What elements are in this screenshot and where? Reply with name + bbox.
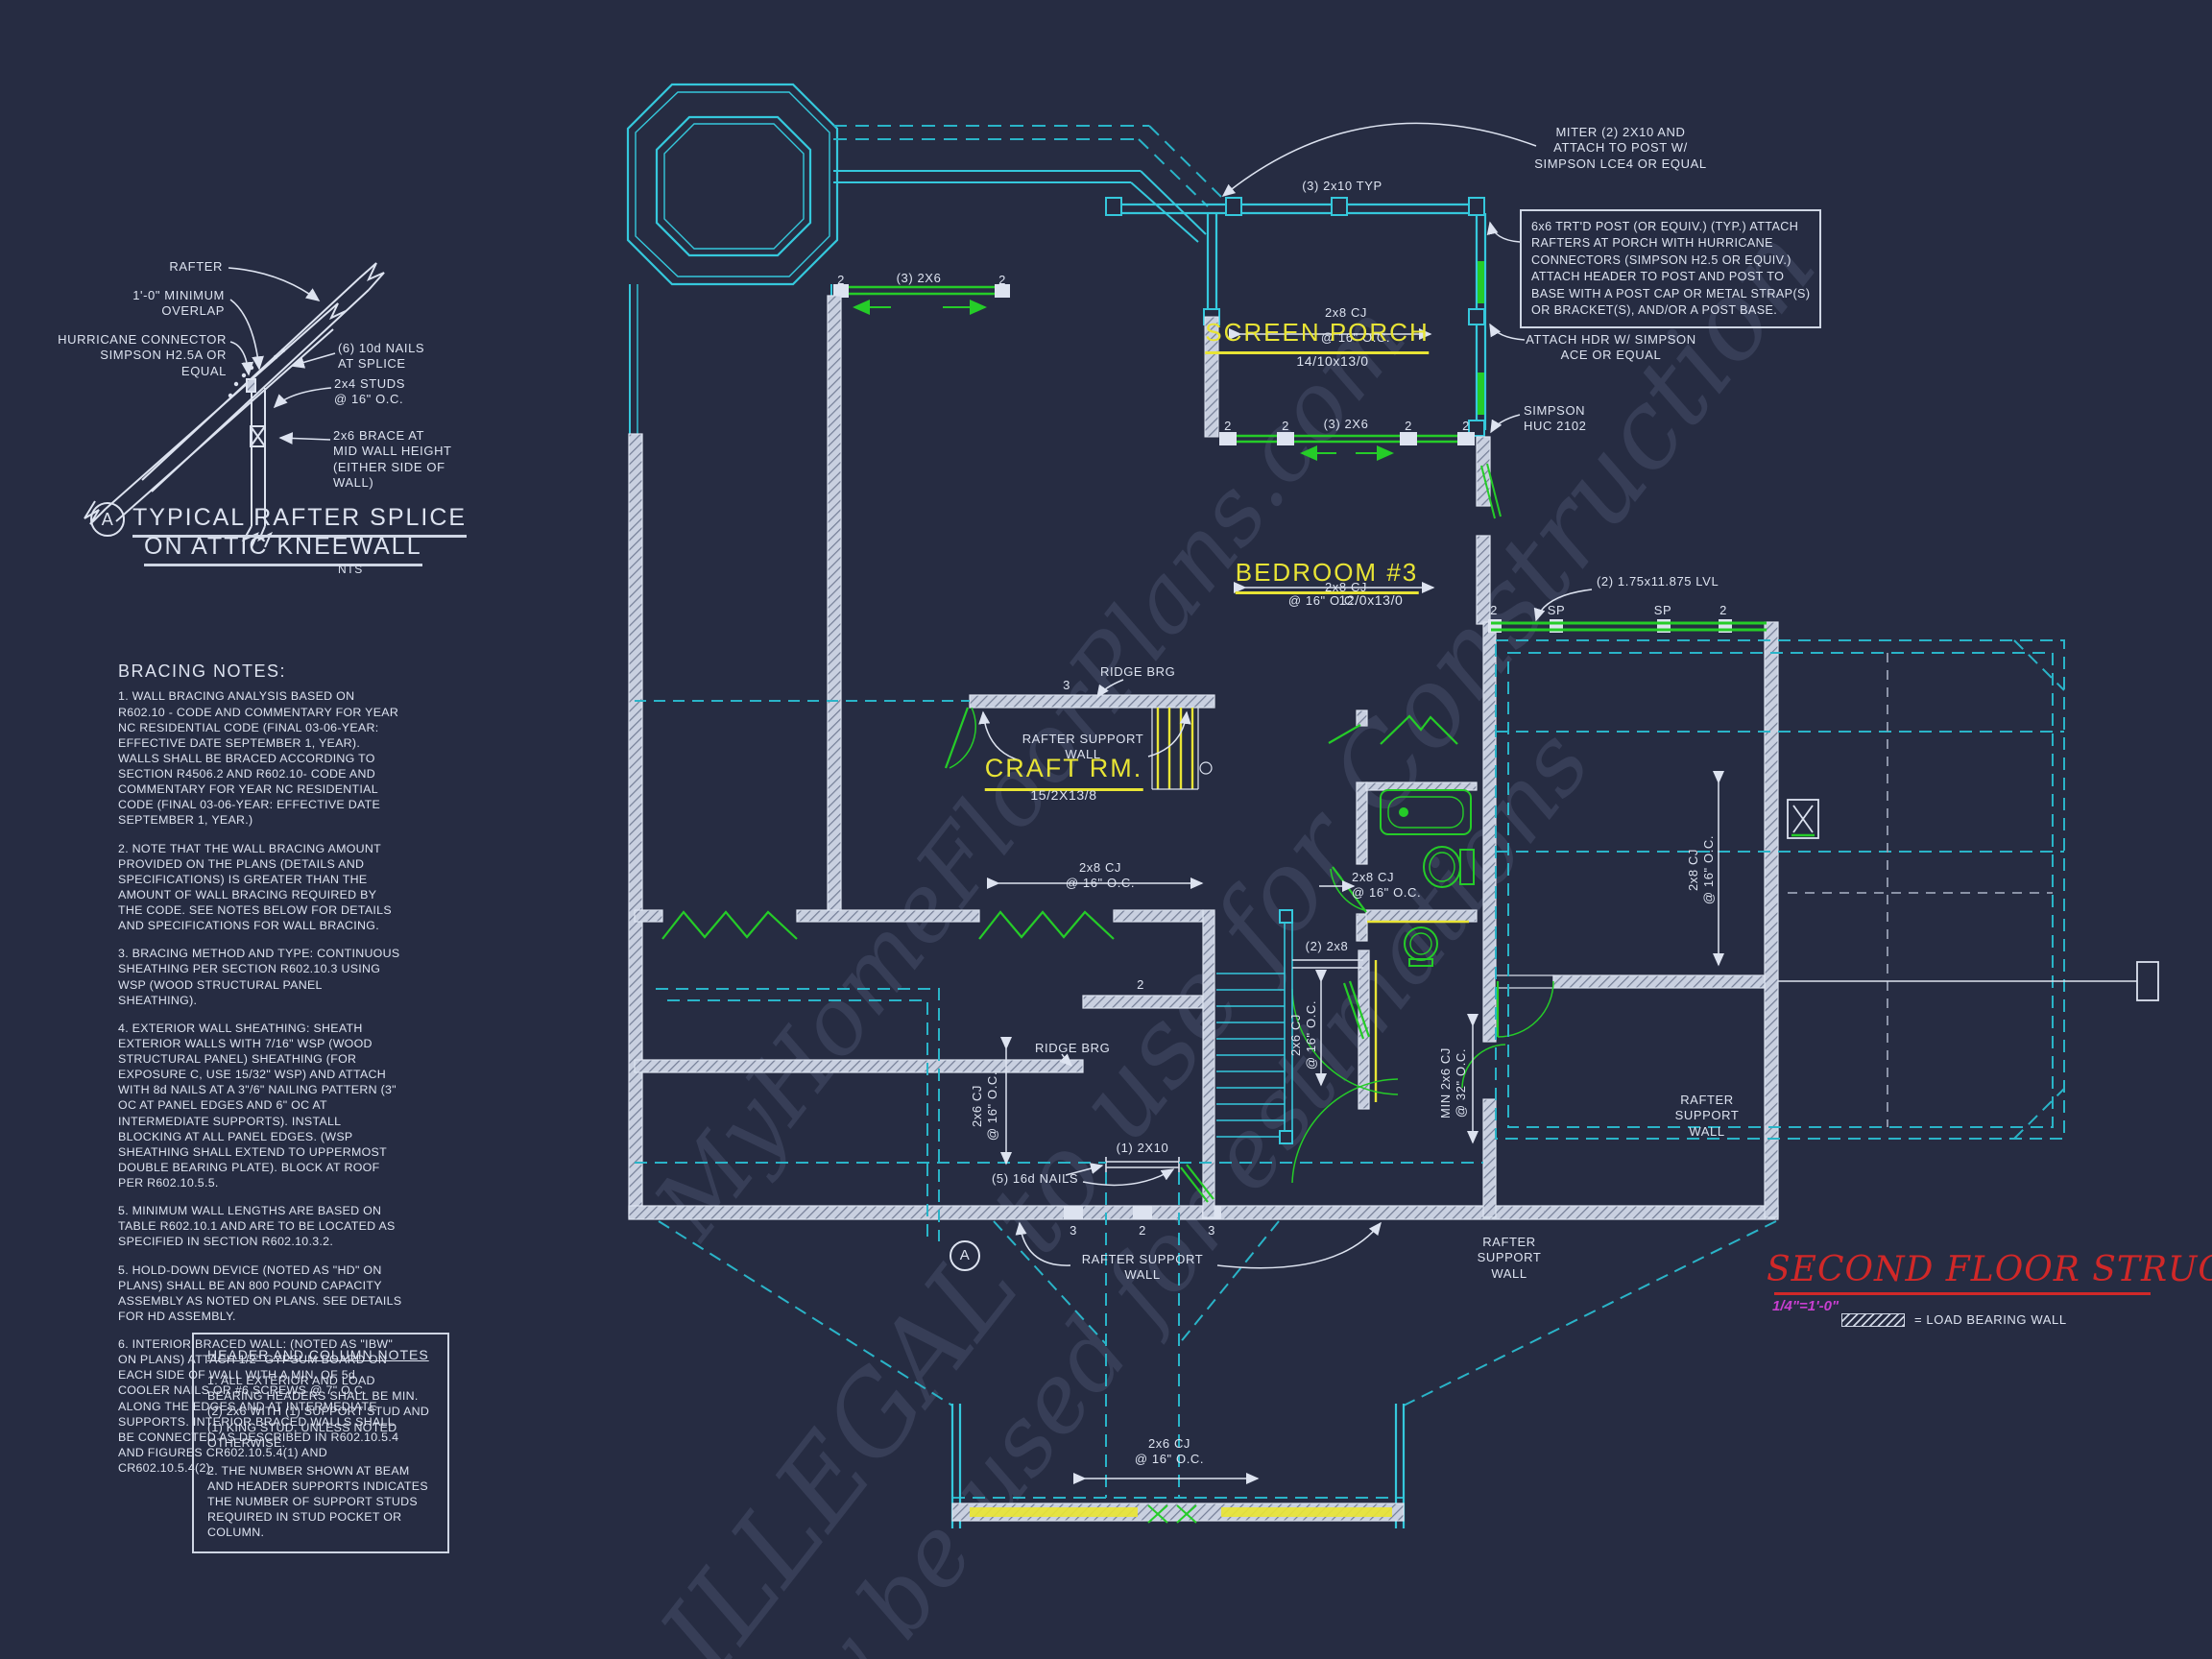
screen-porch-walls [1105, 197, 1487, 438]
detail-marker-a: A [101, 510, 114, 529]
stud-count: 2 [1490, 603, 1498, 617]
bifold-door-icon [1380, 714, 1458, 745]
lvl-beam-label: (2) 1.75x11.875 LVL [1597, 574, 1719, 589]
stud-count: 2 [998, 273, 1006, 287]
bottom-wall-supports [1064, 1206, 1221, 1219]
room-label-craft: CRAFT RM. [984, 753, 1143, 791]
plan-marker-a: A [959, 1247, 971, 1263]
detail-scale-nts: NTS [338, 563, 363, 576]
sheet-scale: 1/4"=1'-0" [1772, 1298, 1839, 1314]
bracing-note: 5. HOLD-DOWN DEVICE (NOTED AS "HD" ON PL… [118, 1262, 402, 1323]
detail-label-brace: 2x6 BRACE AT MID WALL HEIGHT (EITHER SID… [333, 428, 452, 490]
cj-2x6-porch-label: 2x6 CJ @ 16" O.C. [1134, 1436, 1205, 1467]
porch-roof-lines [833, 125, 1222, 243]
detail-title-line2: ON ATTIC KNEEWALL [144, 532, 422, 567]
beam-2x10-label: (1) 2X10 [1116, 1141, 1169, 1155]
stud-count: 2 [1719, 603, 1727, 617]
min-cj-label: MIN 2x6 CJ @ 32" O.C. [1437, 1047, 1468, 1118]
cj-2x6-left-label: 2x6 CJ @ 16" O.C. [969, 1070, 999, 1142]
porch-joist-label: 2x8 CJ [1324, 305, 1368, 320]
legend-load-bearing: = LOAD BEARING WALL [1914, 1312, 2067, 1328]
bracing-note: 6. INTERIOR BRACED WALL: (NOTED AS "IBW"… [118, 1337, 399, 1476]
bedroom-header [1219, 432, 1502, 519]
cj-2x6-stair-label: 2x6 CJ @ 16" O.C. [1287, 999, 1318, 1070]
callout-miter: MITER (2) 2X10 AND ATTACH TO POST W/ SIM… [1534, 125, 1707, 171]
header-column-notes-title: HEADER AND COLUMN NOTES [207, 1347, 429, 1362]
lvl-beam [1488, 589, 1767, 633]
detail-label-nails: (6) 10d NAILS AT SPLICE [338, 341, 425, 372]
cj-2x8-bath-label: 2x8 CJ @ 16" O.C. [1352, 870, 1422, 901]
stud-count: 3 [1208, 1223, 1215, 1238]
right-roof-dashed [1495, 639, 2159, 1140]
cj-2x8-right-label: 2x8 CJ @ 16" O.C. [1685, 834, 1716, 905]
sheet-title: SECOND FLOOR STRUCTURAL [1767, 1250, 2212, 1289]
bracing-note: 3. BRACING METHOD AND TYPE: CONTINUOUS S… [118, 947, 400, 1007]
bracing-note: 1. WALL BRACING ANALYSIS BASED ON R602.1… [118, 689, 399, 828]
stud-count: 2 [1462, 419, 1470, 433]
load-bearing-hatch-icon [1841, 1312, 1905, 1327]
header-2x6-label: (3) 2X6 [896, 271, 942, 285]
stud-count: 2 [1137, 977, 1144, 992]
header-2x6-label: (3) 2X6 [1323, 417, 1369, 431]
detail-label-hurricane: HURRICANE CONNECTOR SIMPSON H2.5A OR EQU… [58, 332, 227, 378]
rafter-splice-detail-lines [84, 262, 385, 548]
header-column-note: 1. ALL EXTERIOR AND LOAD BEARING HEADERS… [207, 1374, 430, 1450]
craft-shelving [1151, 708, 1469, 1102]
stud-count: 2 [1282, 419, 1289, 433]
bathtub-icon [1380, 789, 1472, 835]
legend-row: = LOAD BEARING WALL [1841, 1311, 2067, 1329]
bracing-notes-title: BRACING NOTES: [118, 661, 287, 681]
rafter-support-wall-label: RAFTER SUPPORT WALL [1022, 732, 1144, 762]
callout-attach-hdr: ATTACH HDR W/ SIMPSON ACE OR EQUAL [1526, 332, 1696, 363]
beam-2x8-label: (2) 2x8 [1305, 939, 1349, 953]
stud-count: 2 [837, 273, 845, 287]
callout-simpson-huc: SIMPSON HUC 2102 [1524, 403, 1587, 434]
bifold-door-icon [978, 910, 1115, 940]
bracing-note: 5. MINIMUM WALL LENGTHS ARE BASED ON TAB… [118, 1204, 396, 1249]
cj-2x8-label: 2x8 CJ @ 16" O.C. [1065, 860, 1136, 891]
support-sp: SP [1653, 603, 1672, 617]
craft-dim-label: 15/2X13/8 [1030, 787, 1097, 803]
bedroom-spacing-label: @ 16" O.C. [1287, 593, 1358, 608]
rafter-support-wall-label: RAFTER SUPPORT WALL [1674, 1093, 1740, 1139]
toilet2-icon [1404, 926, 1438, 961]
sheet-title-underline [1774, 1292, 2151, 1295]
porch-beam-label: (3) 2x10 TYP [1302, 179, 1382, 193]
support-sp: SP [1547, 603, 1566, 617]
detail-title-line1: TYPICAL RAFTER SPLICE [132, 503, 468, 539]
stud-count: 3 [1063, 678, 1070, 692]
detail-label-overlap: 1'-0" MINIMUM OVERLAP [132, 288, 225, 319]
detail-label-rafter: RAFTER [169, 259, 223, 274]
ridge-brg-label: RIDGE BRG [1035, 1041, 1111, 1055]
ridge-brg-label: RIDGE BRG [1100, 664, 1176, 679]
lower-roof-dashed [635, 988, 1777, 1499]
detail-label-studs: 2x4 STUDS @ 16" O.C. [334, 376, 406, 407]
room-label-screen-porch: SCREEN PORCH [1205, 317, 1430, 354]
bedroom-dim-label: 12/0x13/0 [1338, 592, 1404, 608]
rafter-support-wall-label: RAFTER SUPPORT WALL [1477, 1235, 1542, 1281]
bracing-notes: BRACING NOTES: 1. WALL BRACING ANALYSIS … [118, 661, 404, 1488]
rafter-support-wall-label: RAFTER SUPPORT WALL [1081, 1252, 1204, 1283]
header-column-note: 2. THE NUMBER SHOWN AT BEAM AND HEADER S… [207, 1463, 428, 1540]
callout-post-box: 6x6 TRT'D POST (OR EQUIV.) (TYP.) ATTACH… [1520, 209, 1822, 329]
bracing-note: 2. NOTE THAT THE WALL BRACING AMOUNT PRO… [118, 841, 392, 933]
stud-count: 2 [1139, 1223, 1146, 1238]
stud-count: 3 [1070, 1223, 1077, 1238]
stairs [1216, 909, 1293, 1144]
bracing-note: 4. EXTERIOR WALL SHEATHING: SHEATH EXTER… [118, 1021, 397, 1190]
bifold-door-icon [661, 910, 798, 940]
dimension-arrows [950, 122, 1724, 1271]
bath-fixtures [1380, 789, 1475, 967]
stud-count: 2 [1224, 419, 1232, 433]
header-column-notes: HEADER AND COLUMN NOTES 1. ALL EXTERIOR … [192, 1333, 449, 1554]
nails-16d-label: (5) 16d NAILS [992, 1171, 1079, 1186]
left-header [833, 284, 1010, 315]
porch-dim-label: 14/10x13/0 [1296, 353, 1369, 369]
stud-count: 2 [1405, 419, 1412, 433]
tower-octagon [626, 83, 840, 434]
rafter-splice-detail-leaders [90, 267, 336, 537]
rear-porch [950, 1404, 1406, 1528]
stair-beams [1105, 959, 1363, 1172]
